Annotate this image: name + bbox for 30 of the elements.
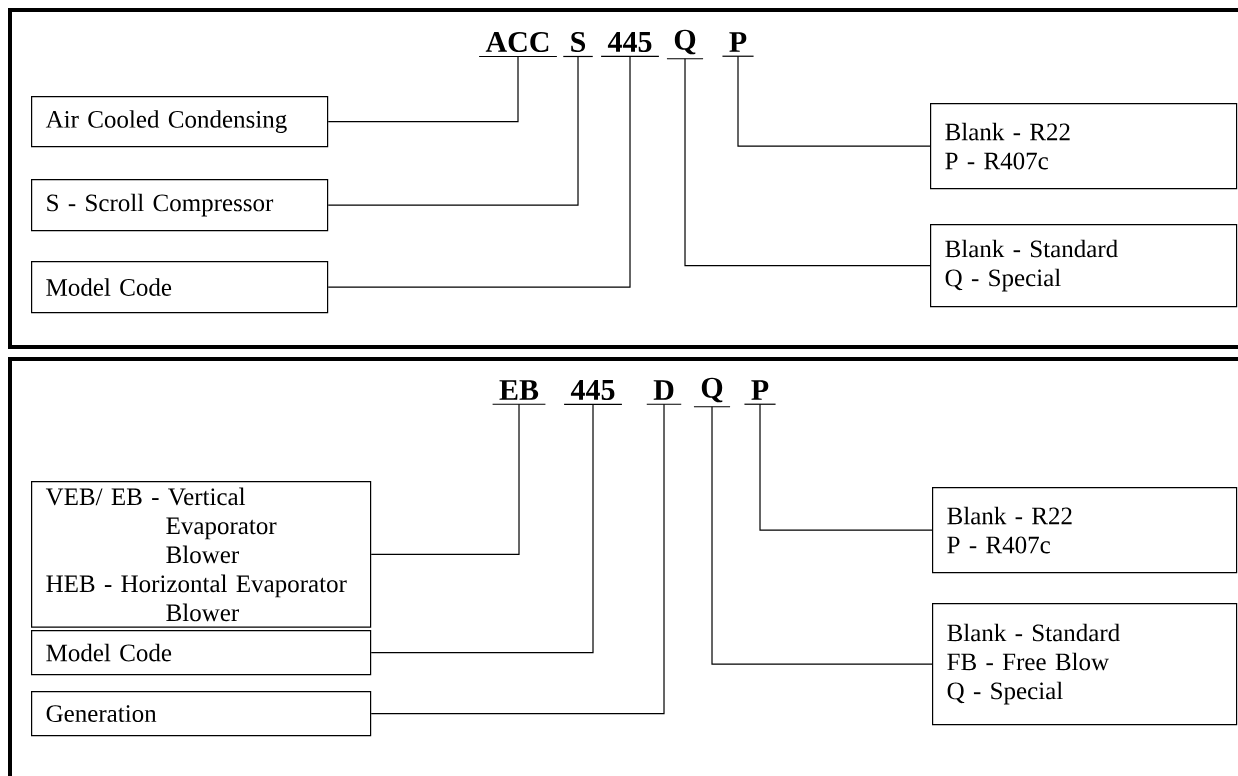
code-letter: P [743, 380, 777, 405]
description-box: Generation [31, 691, 372, 737]
description-box: Blank - R22 P - R407c [930, 103, 1238, 190]
leader-line [327, 55, 631, 288]
leader-line [711, 406, 933, 665]
leader-line [759, 403, 933, 531]
code-letter: S [562, 31, 594, 58]
leader-line [684, 58, 931, 267]
code-letter: 445 [600, 32, 660, 57]
code-letter: D [646, 380, 682, 405]
description-box: Blank - R22 P - R407c [932, 487, 1238, 574]
description-box: Blank - Standard FB - Free Blow Q - Special [932, 603, 1238, 726]
code-letter: Q [666, 29, 704, 60]
leader-line [370, 403, 594, 654]
leader-line [370, 403, 665, 715]
description-box: VEB/ EB - Vertical Evaporator Blower HEB - Horizontal Evaporator Blower [31, 481, 372, 628]
description-box: Model Code [31, 261, 329, 314]
code-letter: P [721, 32, 755, 57]
description-box: Blank - Standard Q - Special [930, 224, 1238, 308]
description-box: S - Scroll Compressor [31, 179, 329, 232]
code-letter: 445 [563, 380, 623, 406]
code-letter: EB [492, 380, 546, 405]
description-box: Air Cooled Condensing [31, 96, 329, 148]
code-letter: Q [693, 377, 731, 408]
leader-line [327, 55, 579, 206]
code-letter: ACC [478, 31, 558, 58]
description-box: Model Code [31, 630, 372, 676]
leader-line [370, 403, 520, 555]
leader-line [327, 55, 519, 123]
leader-line [737, 55, 931, 147]
